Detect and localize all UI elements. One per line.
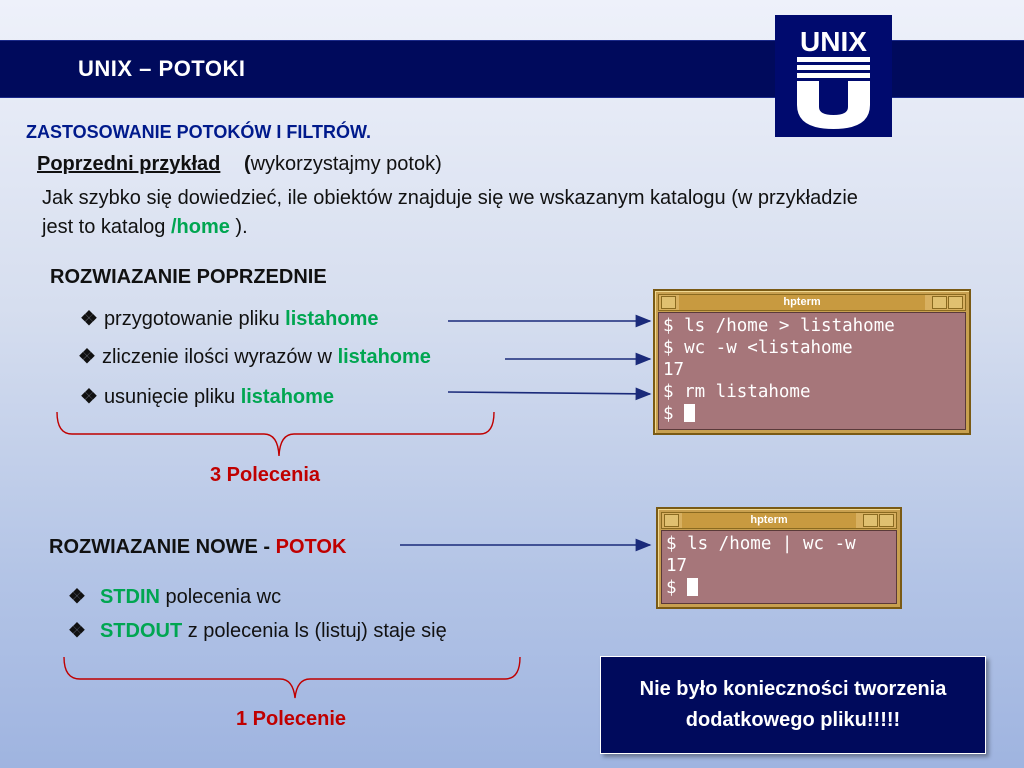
old-bullet-2: ❖zliczenie ilości wyrazów w listahome: [78, 346, 431, 368]
logo-text: UNIX: [800, 26, 867, 57]
file-name: listahome: [240, 386, 335, 408]
question-paragraph: Jak szybko się dowiedzieć, ile obiektów …: [42, 184, 1002, 242]
minimize-icon[interactable]: [932, 296, 947, 309]
notice-line-1: Nie było konieczności tworzenia: [639, 678, 947, 700]
bullet-diamond-icon: ❖: [80, 386, 98, 408]
window-menu-icon[interactable]: [661, 296, 676, 309]
file-name: listahome: [337, 346, 431, 368]
old-command-count: 3 Polecenia: [210, 464, 321, 486]
question-line-1: Jak szybko się dowiedzieć, ile obiektów …: [42, 187, 858, 209]
maximize-icon[interactable]: [948, 296, 963, 309]
new-bullet-1: ❖STDIN polecenia wc: [68, 586, 282, 608]
old-solution-heading: ROZWIAZANIE POPRZEDNIE: [50, 266, 327, 288]
previous-example-line: Poprzedni przykład (wykorzystajmy potok): [37, 153, 442, 176]
new-bullet-2: ❖STDOUT z polecenia ls (listuj) staje si…: [68, 620, 447, 642]
brace-old: [56, 411, 495, 457]
bullet-diamond-icon: ❖: [68, 620, 86, 642]
unix-logo-icon: UNIX: [797, 26, 870, 129]
brace-new: [63, 656, 521, 699]
section-subtitle: ZASTOSOWANIE POTOKÓW I FILTRÓW.: [26, 122, 371, 142]
paren-open: (: [243, 153, 251, 175]
file-name: listahome: [285, 308, 379, 330]
notice-line-2: dodatkowego pliku!!!!!: [685, 709, 901, 731]
terminal-title: hpterm: [682, 513, 856, 528]
terminal-line: $ ls /home | wc -w: [666, 534, 856, 554]
terminal-line: $ rm listahome: [663, 382, 811, 402]
cursor: [687, 578, 699, 596]
old-bullet-1: ❖przygotowanie pliku listahome: [80, 308, 379, 330]
notice-box: Nie było konieczności tworzenia dodatkow…: [600, 656, 986, 754]
pipe-keyword: POTOK: [275, 536, 347, 558]
terminal-line: $ ls /home > listahome: [663, 316, 895, 336]
terminal-prompt-line: $: [666, 577, 699, 599]
stdout-keyword: STDOUT: [99, 620, 183, 642]
new-solution-heading: ROZWIAZANIE NOWE - POTOK: [49, 536, 347, 558]
minimize-icon[interactable]: [863, 514, 878, 527]
terminal-screen[interactable]: $ ls /home | wc -w 17 $: [661, 530, 897, 604]
stdin-keyword: STDIN: [99, 586, 160, 608]
slide-title: UNIX – POTOKI: [78, 56, 246, 81]
bullet-diamond-icon: ❖: [80, 308, 98, 330]
terminal-titlebar[interactable]: hpterm: [658, 294, 966, 311]
previous-example-label: Poprzedni przykład: [37, 153, 221, 175]
directory-name: /home: [170, 216, 230, 238]
unix-logo: UNIX: [775, 15, 892, 137]
maximize-icon[interactable]: [879, 514, 894, 527]
terminal-title: hpterm: [679, 295, 925, 310]
terminal-line: 17: [666, 556, 688, 576]
cursor: [684, 404, 696, 422]
terminal-titlebar[interactable]: hpterm: [661, 512, 897, 529]
terminal-window-2[interactable]: hpterm $ ls /home | wc -w 17 $: [656, 507, 902, 609]
terminal-line: $ wc -w <listahome: [663, 338, 853, 358]
terminal-prompt-line: $: [663, 403, 696, 425]
bullet-diamond-icon: ❖: [78, 346, 96, 368]
terminal-screen[interactable]: $ ls /home > listahome $ wc -w <listahom…: [658, 312, 966, 430]
question-line-2: jest to katalog /home ).: [42, 213, 1002, 242]
new-command-count: 1 Polecenie: [236, 708, 347, 730]
arrow-connector: [447, 387, 652, 401]
terminal-line: 17: [663, 360, 685, 380]
old-bullet-3: ❖usunięcie pliku listahome: [80, 386, 335, 408]
bullet-diamond-icon: ❖: [68, 586, 86, 608]
question-line-2-prefix: jest to katalog: [42, 216, 171, 238]
terminal-window-1[interactable]: hpterm $ ls /home > listahome $ wc -w <l…: [653, 289, 971, 435]
question-line-2-suffix: ).: [229, 216, 248, 238]
previous-note: wykorzystajmy potok): [250, 153, 442, 175]
window-menu-icon[interactable]: [664, 514, 679, 527]
